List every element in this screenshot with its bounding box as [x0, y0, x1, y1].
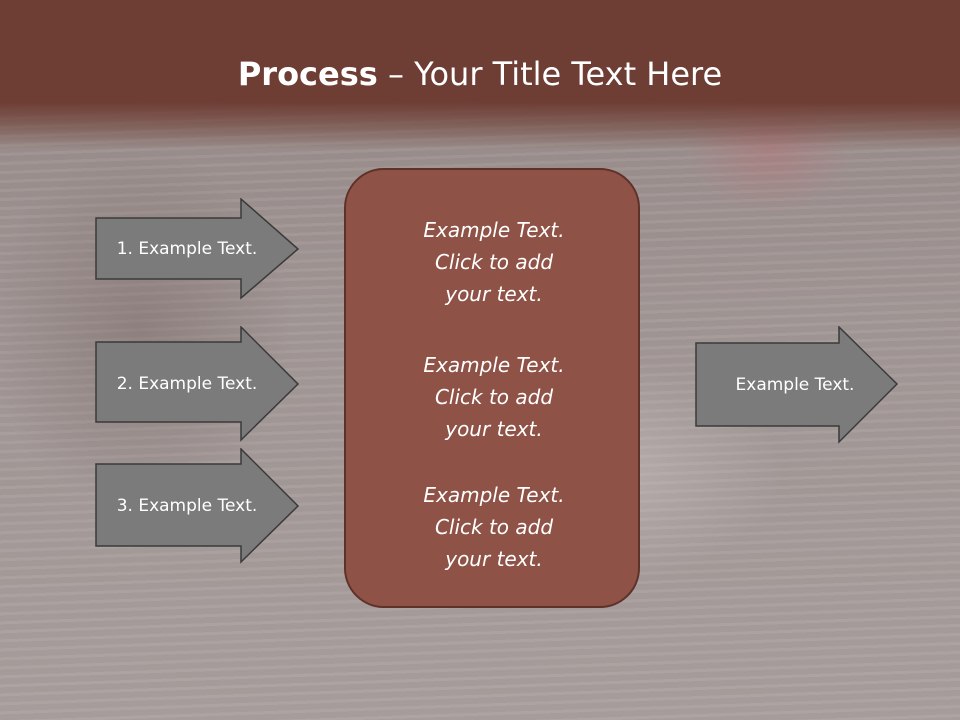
- left-arrow-1[interactable]: 1. Example Text.: [95, 198, 301, 300]
- title-bold: Process: [237, 55, 378, 93]
- text-line: Example Text.: [423, 483, 565, 507]
- right-arrow[interactable]: Example Text.: [695, 326, 901, 444]
- arrow-shape-icon: [95, 198, 300, 300]
- text-line: Click to add: [434, 385, 554, 409]
- text-line: Click to add: [434, 515, 554, 539]
- title-band: [0, 0, 960, 150]
- arrow-label: 3. Example Text.: [116, 496, 258, 516]
- left-arrow-2[interactable]: 2. Example Text.: [95, 326, 301, 442]
- arrow-shape-icon: [95, 326, 300, 442]
- arrow-label: 2. Example Text.: [116, 374, 258, 394]
- text-line: your text.: [445, 417, 543, 441]
- arrow-label: 1. Example Text.: [116, 239, 258, 259]
- text-line: Example Text.: [423, 353, 565, 377]
- title-rest: – Your Title Text Here: [377, 55, 723, 93]
- text-block-3: Example Text. Click to add your text.: [346, 479, 642, 575]
- text-line: your text.: [445, 547, 543, 571]
- center-text-box[interactable]: Example Text. Click to add your text. Ex…: [344, 168, 640, 608]
- text-line: your text.: [445, 282, 543, 306]
- text-line: Example Text.: [423, 218, 565, 242]
- text-block-2: Example Text. Click to add your text.: [346, 349, 642, 445]
- arrow-shape-icon: [695, 326, 899, 444]
- left-arrow-3[interactable]: 3. Example Text.: [95, 448, 301, 564]
- arrow-shape-icon: [95, 448, 300, 564]
- text-line: Click to add: [434, 250, 554, 274]
- arrow-label: Example Text.: [735, 375, 855, 395]
- slide-title[interactable]: Process – Your Title Text Here: [0, 52, 960, 96]
- text-block-1: Example Text. Click to add your text.: [346, 214, 642, 310]
